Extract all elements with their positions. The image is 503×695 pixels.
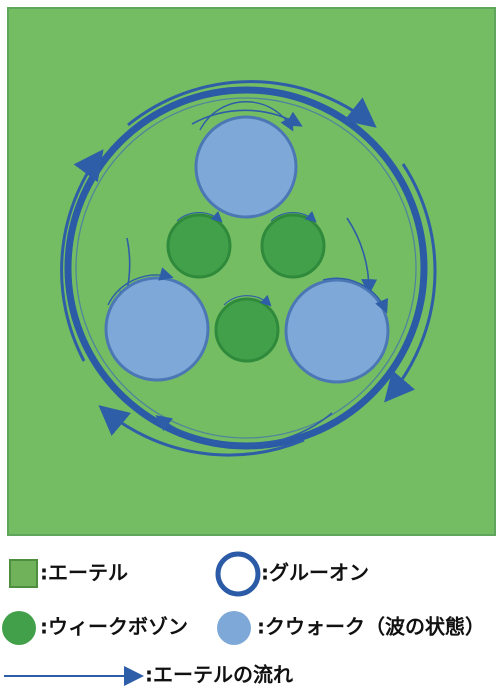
legend-weak-boson-label: :ウィークボゾン (40, 615, 188, 639)
legend-weak-boson-swatch (2, 611, 36, 645)
legend: :エーテル :グルーオン :ウィークボゾン :クウォーク（波の状態） :エーテル… (2, 554, 485, 687)
legend-quark-swatch (217, 611, 251, 645)
weak-boson-right-circle (262, 215, 324, 277)
quark-top-circle (196, 117, 296, 217)
legend-quark-label: :クウォーク（波の状態） (257, 615, 485, 639)
legend-gluon-swatch (218, 554, 258, 594)
legend-gluon-label: :グルーオン (261, 561, 369, 585)
legend-ether-label: :エーテル (40, 561, 128, 585)
quark-bottom-left-circle (106, 278, 208, 380)
legend-ether-flow-label: :エーテルの流れ (145, 663, 293, 687)
weak-boson-left-circle (168, 215, 230, 277)
weak-boson-bottom-circle (216, 299, 278, 361)
legend-ether-swatch (10, 560, 37, 587)
quark-bottom-right-circle (286, 280, 388, 382)
